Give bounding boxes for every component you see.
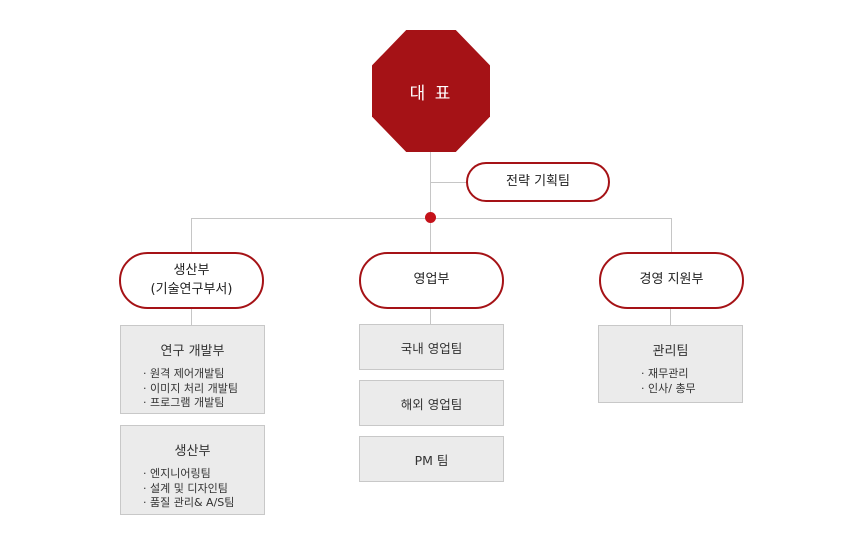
strategy-label: 전략 기획팀 [506, 173, 570, 189]
connector-line [191, 218, 192, 253]
ceo-node: 대 표 [372, 30, 490, 152]
connector-line [431, 182, 467, 183]
team-box-rnd: 연구 개발부 원격 제어개발팀 이미지 처리 개발팀 프로그램 개발팀 [120, 325, 265, 414]
team-title: 관리팀 [652, 344, 689, 359]
team-item: 설계 및 디자인팀 [143, 482, 264, 497]
team-item: 이미지 처리 개발팀 [143, 382, 264, 397]
team-item: 원격 제어개발팀 [143, 367, 264, 382]
team-item: 품질 관리& A/S팀 [143, 496, 264, 511]
connector-line [671, 218, 672, 253]
strategy-node: 전략 기획팀 [466, 162, 610, 202]
division-production: 생산부 (기술연구부서) [119, 252, 264, 309]
team-box-overseas-sales: 해외 영업팀 [359, 380, 504, 426]
team-item: 엔지니어링팀 [143, 467, 264, 482]
team-title: 국내 영업팀 [400, 340, 463, 356]
junction-dot [425, 212, 436, 223]
team-box-pm: PM 팀 [359, 436, 504, 482]
connector-line [430, 307, 431, 325]
division-label: 생산부 [173, 262, 210, 278]
team-box-production: 생산부 엔지니어링팀 설계 및 디자인팀 품질 관리& A/S팀 [120, 425, 265, 515]
team-item: 프로그램 개발팀 [143, 396, 264, 411]
team-title: PM 팀 [414, 452, 449, 468]
division-sales: 영업부 [359, 252, 504, 309]
division-management: 경영 지원부 [599, 252, 744, 309]
division-label: 영업부 [413, 272, 450, 288]
team-item: 인사/ 총무 [641, 382, 742, 397]
team-box-admin: 관리팀 재무관리 인사/ 총무 [598, 325, 743, 403]
connector-line [191, 307, 192, 326]
team-title: 해외 영업팀 [400, 396, 463, 412]
team-title: 생산부 [174, 444, 211, 459]
division-sublabel: (기술연구부서) [150, 281, 233, 297]
team-title: 연구 개발부 [160, 344, 225, 359]
team-item: 재무관리 [641, 367, 742, 382]
division-label: 경영 지원부 [639, 272, 704, 288]
connector-line [670, 307, 671, 326]
ceo-label: 대 표 [409, 83, 453, 104]
connector-line [430, 150, 431, 252]
team-box-domestic-sales: 국내 영업팀 [359, 324, 504, 370]
